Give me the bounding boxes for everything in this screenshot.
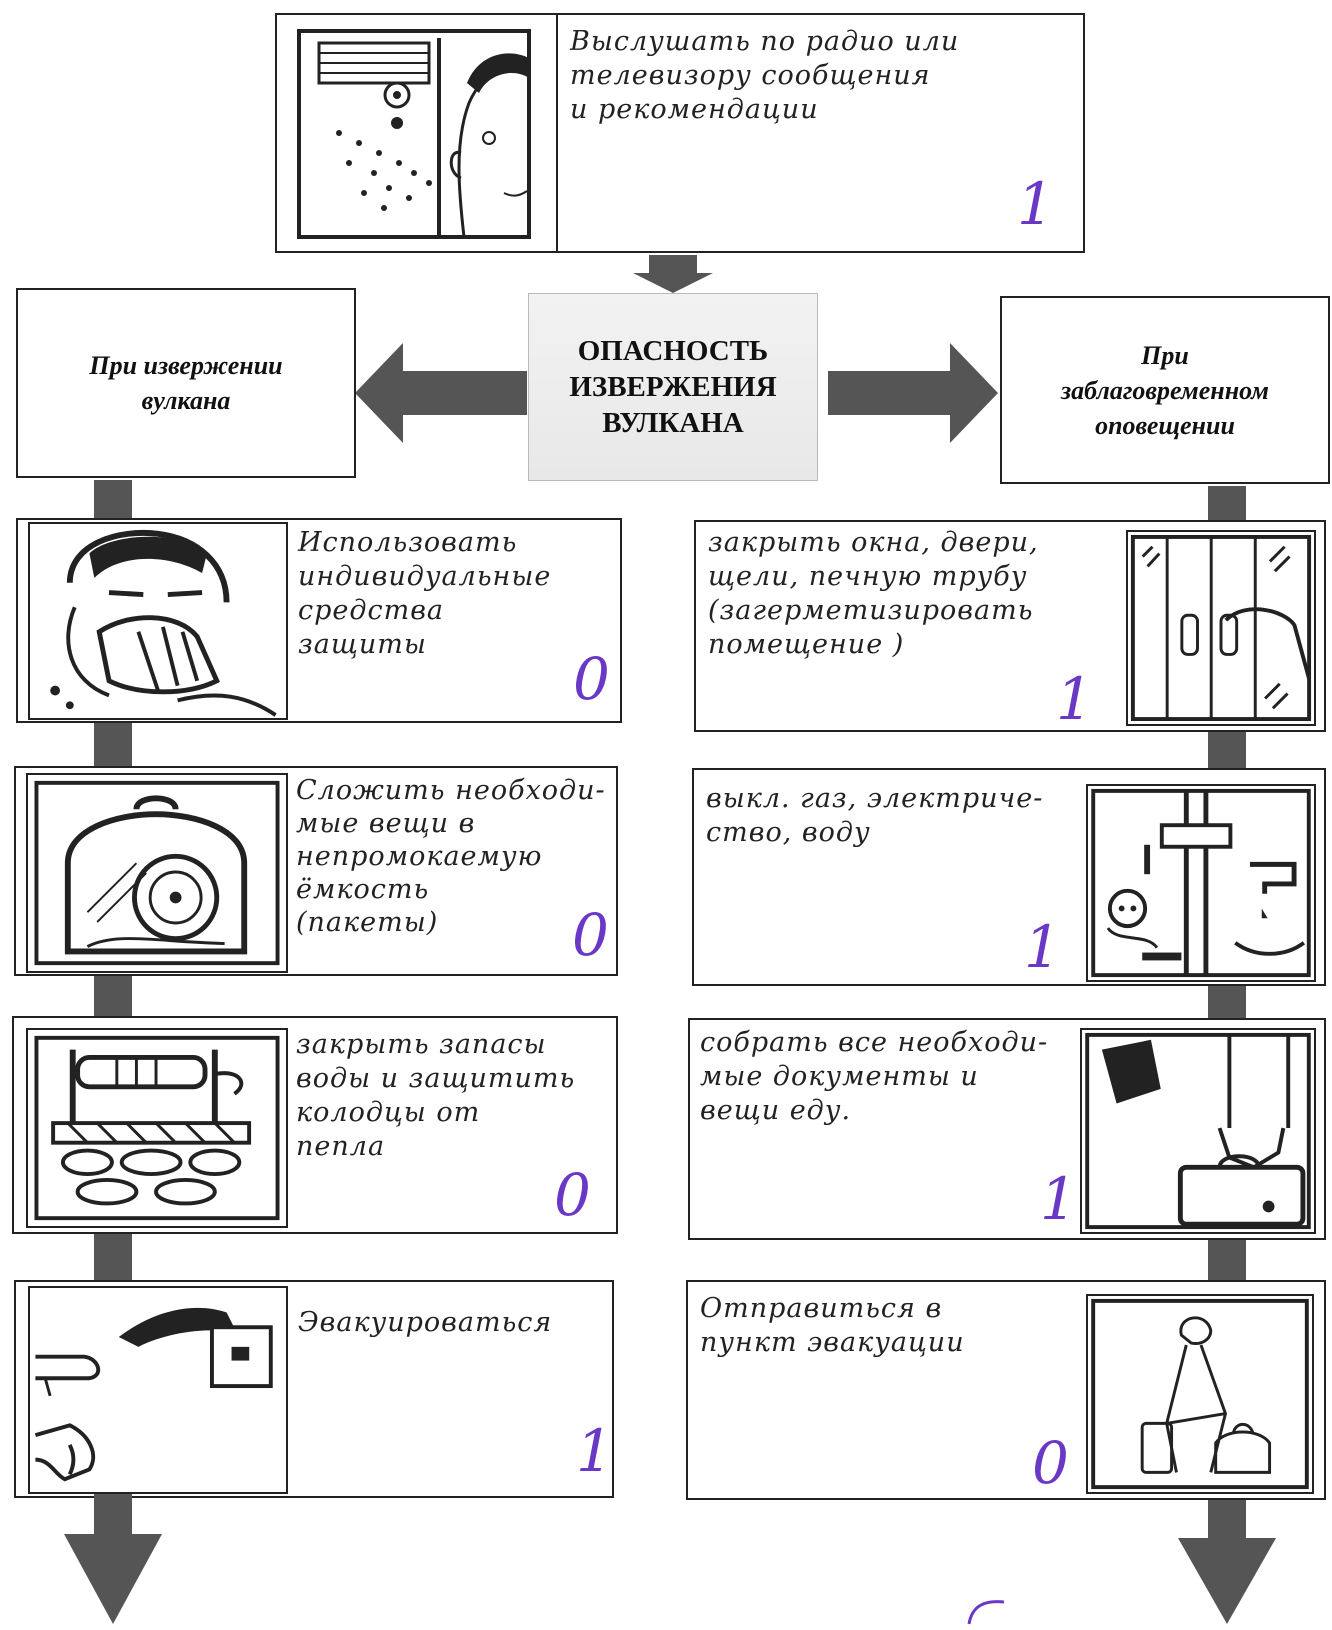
- face-mask-protection-icon: [28, 522, 288, 720]
- left-step-1-score: 0: [573, 645, 610, 713]
- right-step-1: закрыть окна, двери, щели, печную трубу …: [694, 520, 1326, 732]
- left-step-4: Эвакуироваться 1: [14, 1280, 614, 1498]
- top-card: Выслушать по радио или телевизору сообще…: [275, 13, 1085, 253]
- right-step-4: Отправиться в пункт эвакуации 0: [686, 1280, 1326, 1500]
- left-step-2: Сложить необходи- мые вещи в непромокаем…: [14, 766, 618, 976]
- ink-mark: [964, 1596, 1014, 1630]
- down-arrow-top-icon: [633, 255, 713, 293]
- right-step-2: выкл. газ, электриче- ство, воду 1: [692, 768, 1326, 986]
- left-step-3-score: 0: [554, 1161, 591, 1229]
- left-step-3-text: закрыть запасы воды и защитить колодцы о…: [296, 1029, 576, 1162]
- right-bottom-arrow-icon: [1178, 1500, 1276, 1624]
- left-step-2-text: Сложить необходи- мые вещи в непромокаем…: [296, 775, 606, 938]
- left-bottom-arrow-icon: [64, 1494, 162, 1624]
- sealed-container-icon: [26, 773, 288, 973]
- right-step-4-text: Отправиться в пункт эвакуации: [700, 1293, 965, 1358]
- left-header: При извержении вулкана: [16, 288, 356, 478]
- person-with-bag-icon: [1086, 1294, 1314, 1494]
- left-step-4-text: Эвакуироваться: [298, 1307, 553, 1338]
- packing-suitcase-icon: [1080, 1028, 1316, 1234]
- right-step-3-score: 1: [1040, 1165, 1077, 1233]
- card-divider: [556, 15, 558, 253]
- utilities-shutoff-icon: [1086, 784, 1316, 982]
- left-step-3: закрыть запасы воды и защитить колодцы о…: [12, 1016, 618, 1234]
- right-step-4-score: 0: [1032, 1429, 1069, 1497]
- right-step-3-text: собрать все необходи- мые документы и ве…: [700, 1027, 1049, 1126]
- right-step-2-text: выкл. газ, электриче- ство, воду: [706, 783, 1044, 848]
- top-card-score: 1: [1017, 170, 1054, 238]
- radio-speaker-listener-icon: [289, 23, 537, 245]
- left-step-4-score: 1: [576, 1417, 613, 1485]
- right-step-3: собрать все необходи- мые документы и ве…: [688, 1018, 1326, 1240]
- right-step-1-score: 1: [1056, 665, 1093, 733]
- left-step-1: Использовать индивидуальные средства защ…: [16, 518, 622, 723]
- right-arrow-icon: [828, 343, 998, 443]
- right-step-1-text: закрыть окна, двери, щели, печную трубу …: [708, 527, 1039, 660]
- center-title: ОПАСНОСТЬ ИЗВЕРЖЕНИЯ ВУЛКАНА: [528, 293, 818, 481]
- left-step-1-text: Использовать индивидуальные средства защ…: [298, 527, 552, 660]
- water-well-icon: [26, 1028, 288, 1228]
- right-header: При заблаговременном оповещении: [1000, 296, 1330, 484]
- closing-door-icon: [1126, 530, 1316, 726]
- top-card-text: Выслушать по радио или телевизору сообще…: [570, 26, 960, 125]
- left-step-2-score: 0: [572, 901, 609, 969]
- evacuation-icon: [28, 1286, 288, 1494]
- right-step-2-score: 1: [1024, 913, 1061, 981]
- left-arrow-icon: [355, 343, 527, 443]
